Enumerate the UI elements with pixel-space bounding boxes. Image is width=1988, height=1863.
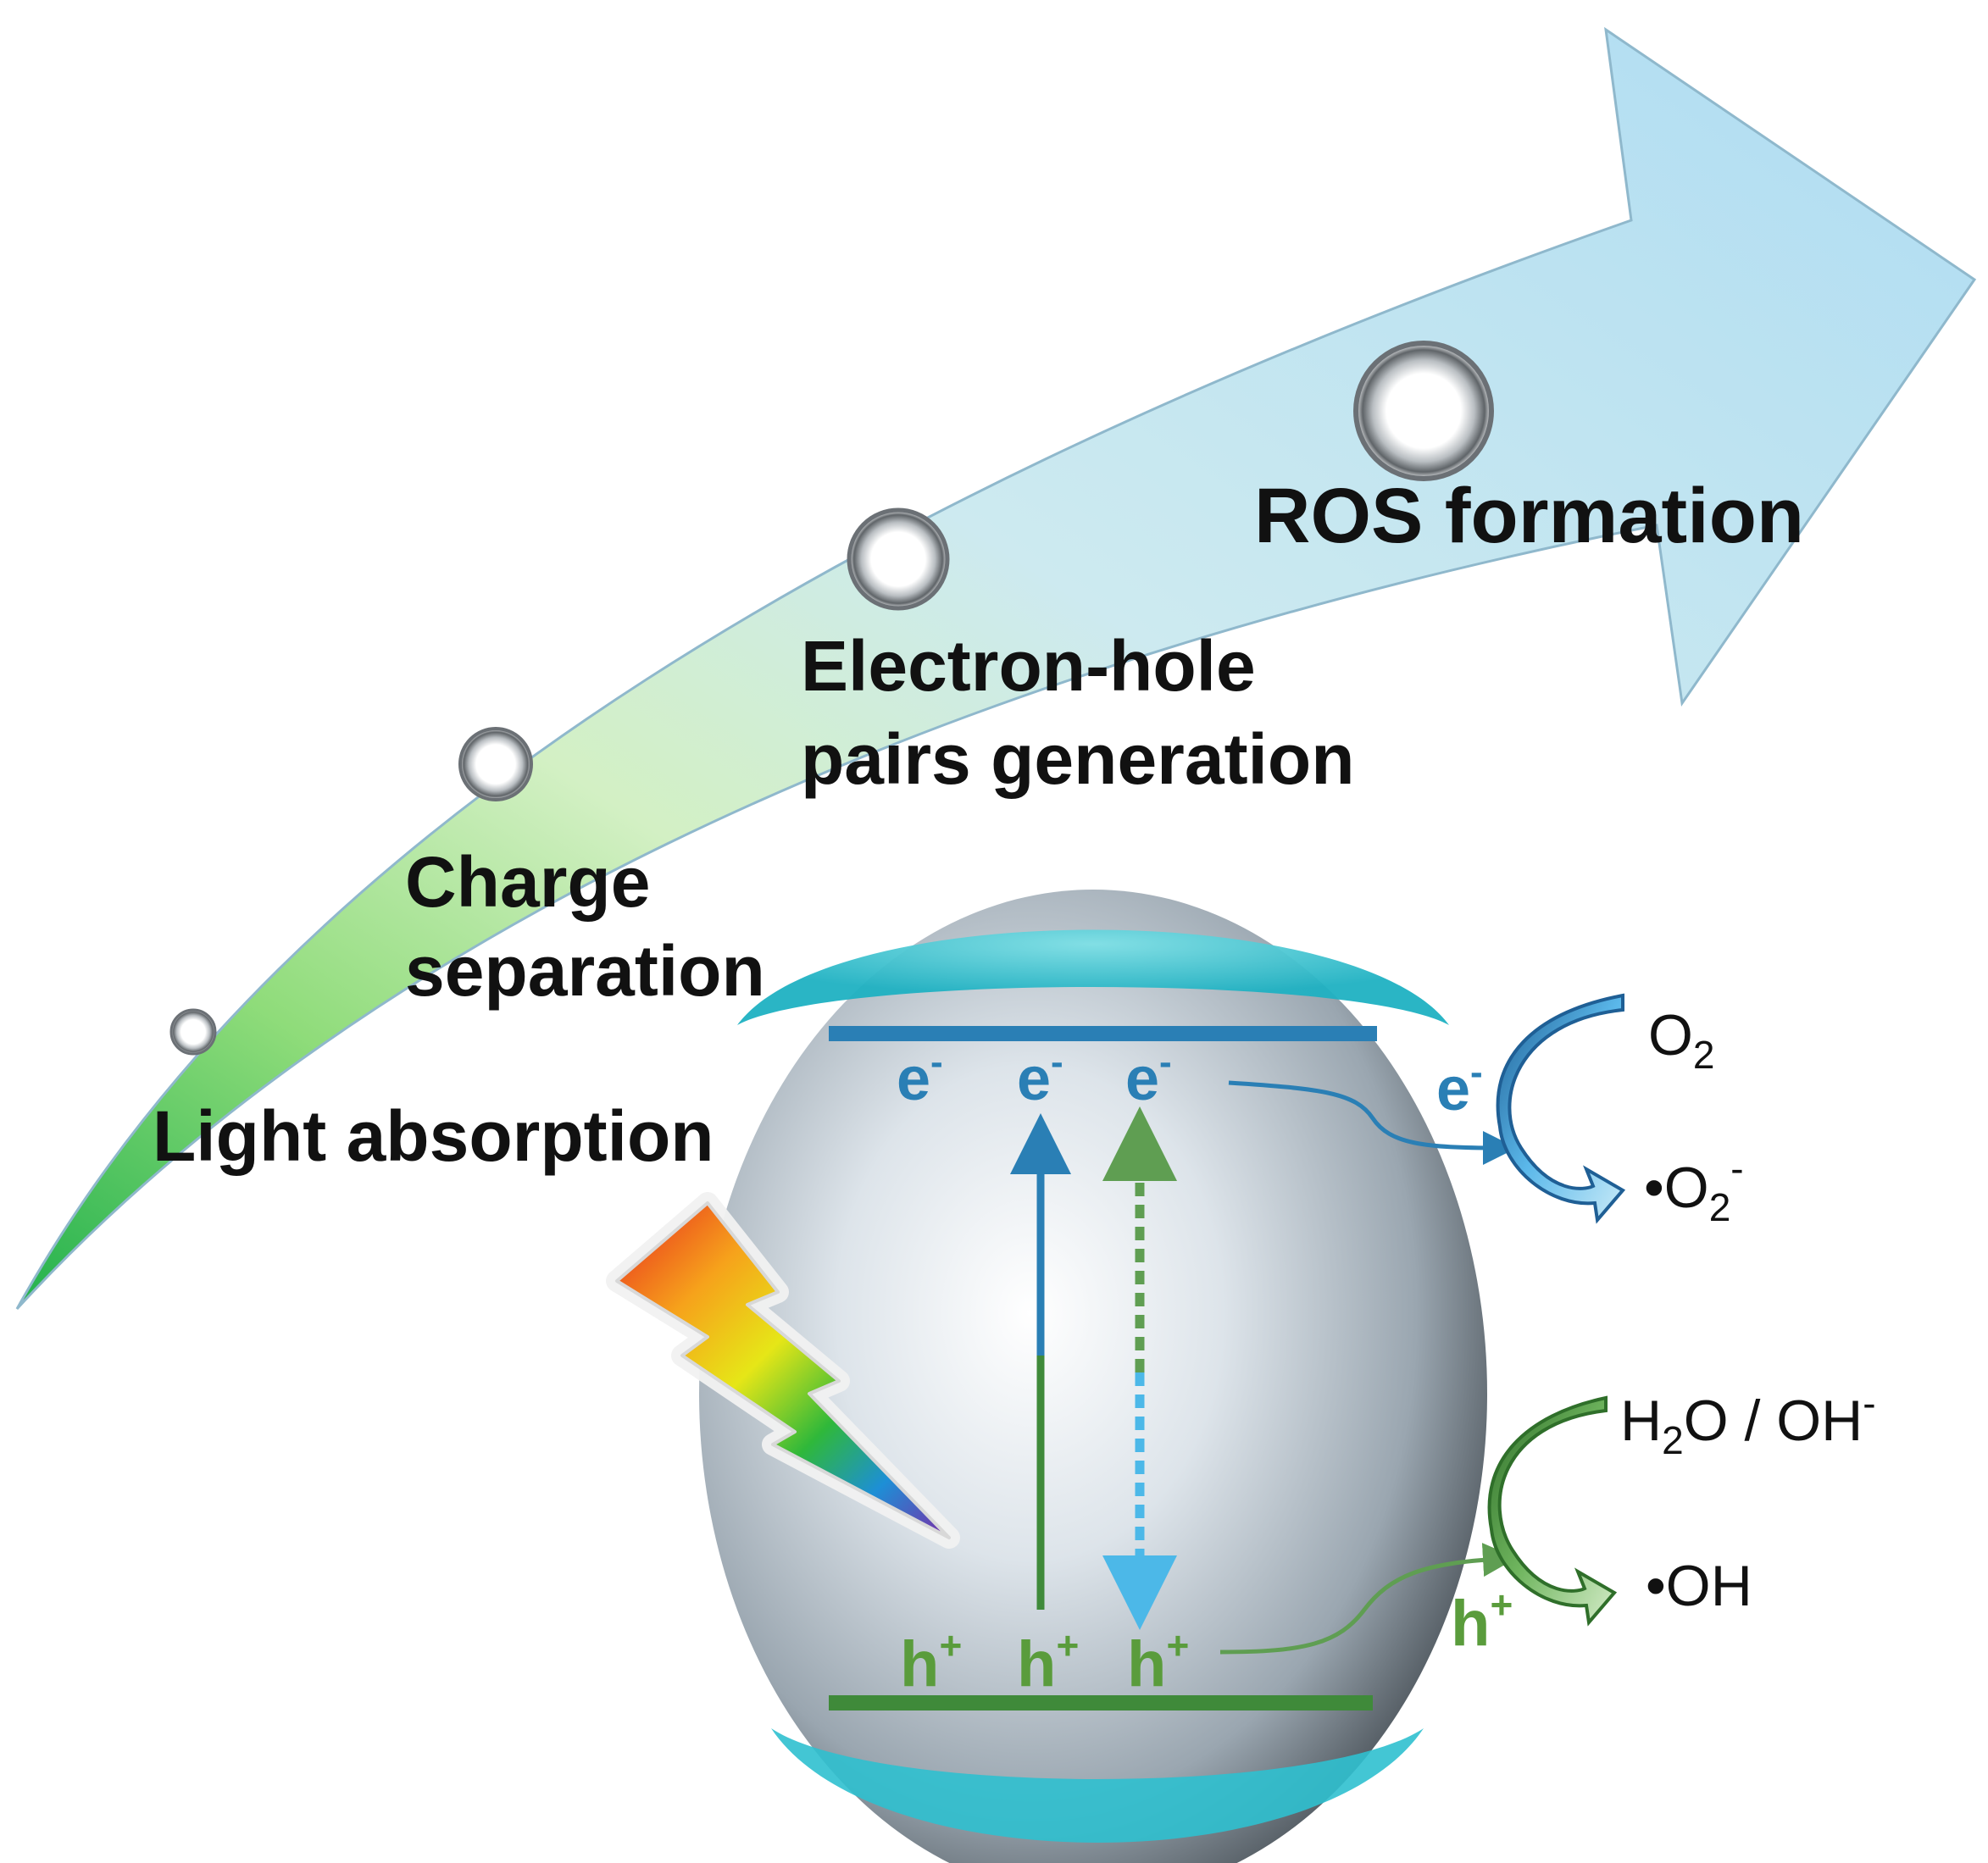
label-ros-formation: ROS formation [1254,473,1804,559]
electron-3: e- [1125,1041,1172,1113]
svg-text:h+: h+ [1017,1623,1079,1700]
light-bolt-icon [606,1192,960,1549]
svg-text:h+: h+ [1451,1583,1513,1660]
label-pairs-line1: Electron-hole [801,626,1256,706]
species-water-hydroxide: H2O / OH- [1620,1381,1876,1462]
hole-3: h+ [1127,1623,1189,1700]
semiconductor-particle [699,890,1487,1863]
species-hydroxyl-radical: •OH [1646,1554,1752,1618]
svg-text:e-: e- [1436,1051,1483,1123]
species-o2: O2 [1648,1003,1715,1077]
svg-text:h+: h+ [1127,1623,1189,1700]
label-light-absorption: Light absorption [153,1096,714,1176]
hole-transferred: h+ [1451,1583,1513,1660]
svg-text:e-: e- [897,1041,943,1113]
electron-transfer-arrow [1228,1080,1517,1165]
reduction-curve-arrow [1496,993,1626,1224]
step-bubble-light [169,1008,217,1056]
svg-text:h+: h+ [900,1623,962,1700]
electron-transferred: e- [1436,1051,1483,1123]
electron-1: e- [897,1041,943,1113]
step-bubble-pairs [847,507,950,611]
process-flow-arrow [15,26,1977,1311]
label-pairs-line2: pairs generation [801,719,1355,799]
electron-2: e- [1017,1041,1063,1113]
svg-text:e-: e- [1125,1041,1172,1113]
hole-1: h+ [900,1623,962,1700]
label-charge-line1: Charge [405,842,650,922]
step-bubble-ros [1353,341,1494,481]
label-charge-line2: separation [405,931,765,1011]
step-bubble-charge [458,727,533,801]
svg-text:e-: e- [1017,1041,1063,1113]
oxidation-curve-arrow [1487,1395,1618,1627]
species-superoxide: •O2- [1644,1146,1744,1229]
hole-2: h+ [1017,1623,1079,1700]
hole-transfer-arrow [1219,1543,1517,1655]
